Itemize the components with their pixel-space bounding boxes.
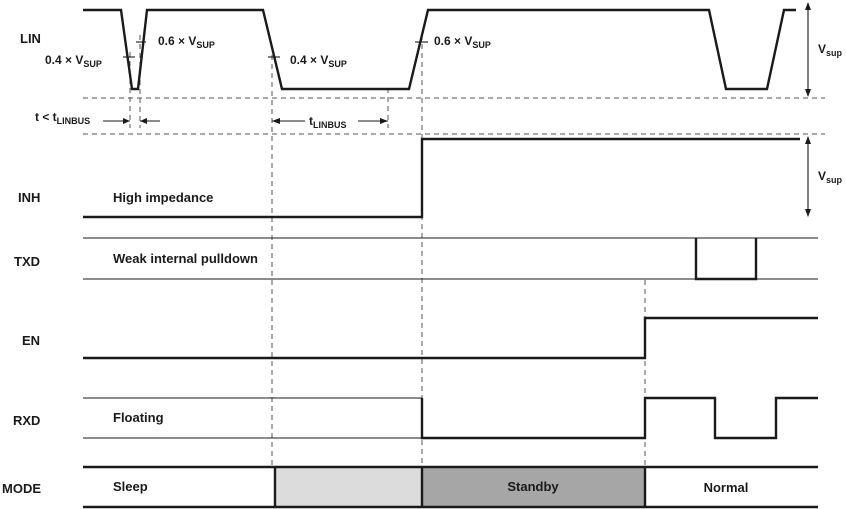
rxd-waveform	[83, 396, 818, 440]
t-short-label: t < tLINBUS	[35, 110, 90, 126]
signal-label-txd: TXD	[14, 254, 40, 269]
lin-low-threshold-label-2: 0.4 × VSUP	[290, 53, 347, 69]
signal-label-lin: LIN	[20, 31, 41, 46]
txd-waveform	[83, 237, 818, 281]
mode-normal-label: Normal	[704, 480, 749, 495]
lin-waveform	[83, 8, 796, 91]
mode-standby-label: Standby	[507, 479, 559, 494]
txd-state-label: Weak internal pulldown	[113, 251, 258, 266]
signal-label-en: EN	[22, 333, 40, 348]
lin-high-threshold-label-1: 0.6 × VSUP	[158, 34, 215, 50]
threshold-ticks	[123, 41, 428, 58]
inh-waveform	[83, 137, 800, 219]
t-short-arrows	[103, 118, 160, 124]
signal-label-inh: INH	[18, 190, 40, 205]
t-linbus-arrows	[272, 118, 388, 124]
mode-sleep-label: Sleep	[113, 479, 148, 494]
vsup-lin-dimension	[805, 2, 811, 97]
signal-label-mode: MODE	[2, 481, 41, 496]
en-waveform	[83, 316, 818, 360]
vsup-lin-label: Vsup	[818, 42, 843, 58]
inh-state-label: High impedance	[113, 190, 213, 205]
mode-bar	[83, 465, 818, 509]
mode-standby-fill	[422, 467, 645, 507]
mode-transition-fill	[275, 467, 422, 507]
rxd-state-label: Floating	[113, 410, 164, 425]
signal-label-rxd: RXD	[13, 413, 40, 428]
lin-low-threshold-label-1: 0.4 × VSUP	[45, 53, 102, 69]
vsup-inh-label: Vsup	[818, 169, 843, 185]
t-linbus-label: tLINBUS	[309, 114, 347, 130]
lin-high-threshold-label-2: 0.6 × VSUP	[434, 34, 491, 50]
vsup-inh-dimension	[805, 136, 811, 217]
